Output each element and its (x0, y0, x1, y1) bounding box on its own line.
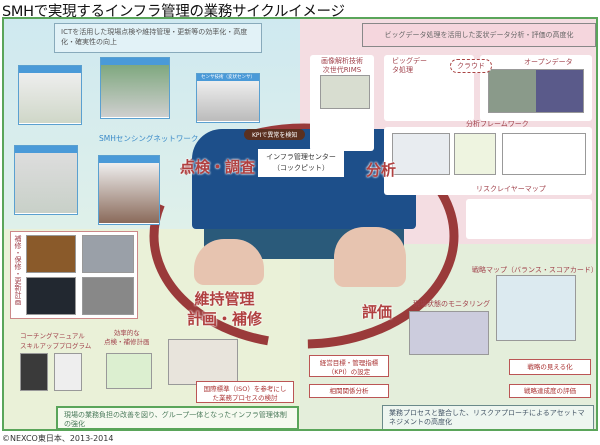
inspection-banner: ICTを活用した現場点検や維持管理・更新等の効率化・高度化・確実性の向上 (54, 23, 262, 53)
sensor-panel-title: センサ技術（変状センサ） (197, 74, 259, 81)
cockpit-title-line2: （コックピット） (273, 164, 329, 172)
sensor-panel (14, 145, 78, 215)
plan-documents (106, 353, 152, 389)
sensor-panel (100, 57, 170, 119)
plan-line2: 点検・補修計画 (104, 338, 150, 346)
maintenance-label-line2: 計画・補修 (187, 310, 263, 328)
coaching-line2: スキルアッププログラム (20, 342, 92, 350)
sensing-network-label: SMHセンシングネットワーク (99, 134, 199, 143)
correlation-box: 相関関係分析 (309, 384, 389, 398)
kpi-ribbon: KPIで異常を検知 (244, 129, 306, 140)
inspection-label: 点検・調査 (180, 158, 256, 176)
manual-page (54, 353, 82, 391)
evaluation-banner: 業務プロセスと整合した、リスクアプローチによるアセットマネジメントの高度化 (382, 405, 594, 429)
evaluation-label: 評価 (362, 303, 393, 321)
diagram-frame: KPIで異常を検知 インフラ管理センター （コックピット） ICTを活用した現場点… (2, 17, 598, 431)
operator-right (334, 227, 406, 287)
operator-left (194, 239, 264, 285)
copyright: ©NEXCO東日本、2013-2014 (2, 434, 114, 443)
tunnel-photo (26, 235, 76, 273)
site-photo (82, 235, 134, 273)
cycle-arrows (149, 123, 459, 349)
office-illustration (168, 339, 238, 385)
page-title: SMHで実現するインフラ管理の業務サイクルイメージ (2, 4, 345, 20)
sensor-panel: センサ技術（変状センサ） (196, 73, 260, 123)
maintenance-label: 維持管理計画・補修 (187, 289, 262, 329)
cockpit-title-line1: インフラ管理センター (266, 153, 336, 161)
framework-label: 分析フレームワーク (466, 120, 529, 128)
construction-photo (82, 277, 134, 315)
framework-chart (454, 133, 496, 175)
maintenance-label-line1: 維持管理 (194, 290, 255, 308)
visualization-box: 戦略の見える化 (509, 359, 591, 375)
maintenance-banner: 現場の業務負担の改善を図り、グループ一体となったインフラ管理体制の強化 (56, 406, 299, 429)
risk-map-card (466, 199, 592, 239)
achievement-box: 戦略達成度の評価 (509, 384, 591, 398)
cloud-label: クラウド (450, 59, 492, 73)
bigdata-label: ビッグデータ処理 (392, 57, 427, 74)
night-photo (26, 277, 76, 315)
kpi-setting-box: 経営目標・管理指標（KPI）の設定 (309, 355, 389, 377)
cockpit-title: インフラ管理センター （コックピット） (258, 149, 344, 177)
analysis-banner: ビッグデータ処理を活用した変状データ分析・評価の高度化 (362, 23, 596, 47)
framework-chart (392, 133, 450, 175)
cockpit-screen (192, 129, 416, 229)
coaching-line1: コーチングマニュアル (20, 332, 85, 340)
opendata-images (488, 69, 584, 113)
plan-line1: 効率的な (113, 329, 140, 337)
meeting-illustration (409, 311, 489, 355)
opendata-label: オープンデータ (524, 58, 573, 66)
cycle-arrow-ring (149, 123, 459, 349)
strategy-map-label: 戦略マップ（バランス・スコアカード） (472, 266, 598, 274)
coaching-label: コーチングマニュアルスキルアッププログラム (20, 331, 91, 351)
analysis-label: 分析 (366, 161, 397, 179)
photo-caption: 補修・保修・更新計画 (14, 235, 22, 305)
sensor-panel (18, 65, 82, 125)
monitoring-label: 現場状態のモニタリング (413, 300, 490, 308)
iso-box: 国際標準（ISO）を参考にした業務プロセスの検討 (196, 381, 294, 403)
manual-cover (20, 353, 48, 391)
strategy-map-image (496, 275, 576, 341)
framework-tree (502, 133, 586, 175)
risk-map-label: リスクレイヤーマップ (476, 185, 546, 193)
rims-label: 画像解析技術 次世代RIMS (321, 57, 363, 74)
sensor-panel (98, 155, 160, 225)
rims-screenshot (320, 75, 370, 109)
plan-label: 効率的な点検・補修計画 (104, 329, 150, 347)
